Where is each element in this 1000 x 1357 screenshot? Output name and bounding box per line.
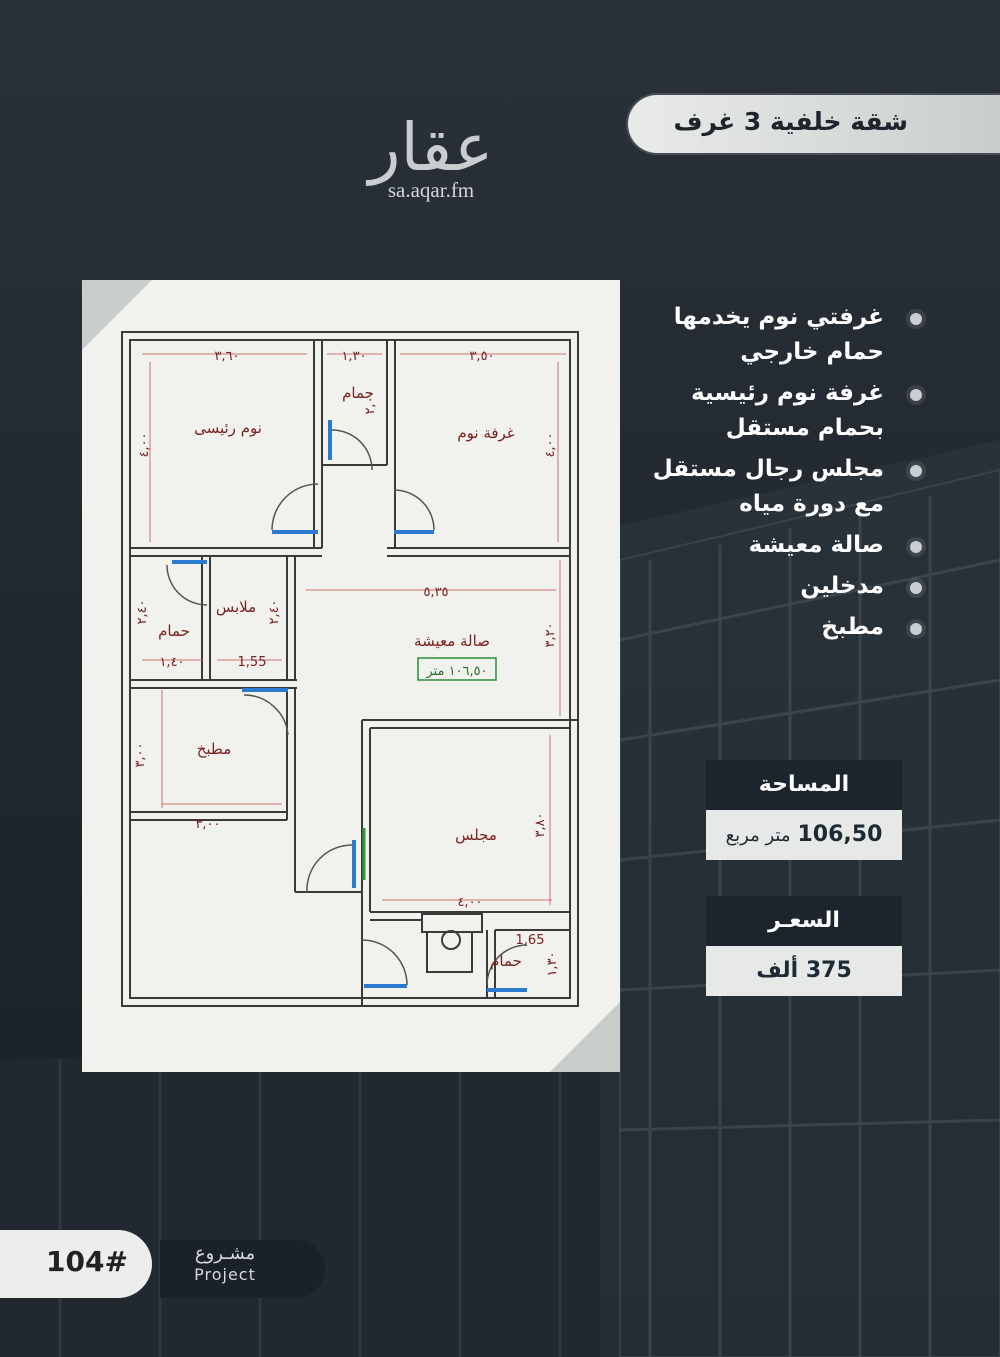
price-label: السعـر: [706, 896, 902, 946]
listing-title: شقة خلفية 3 غرف: [673, 107, 908, 136]
dim-label: ٤,٠٠: [137, 432, 152, 457]
dim-label: ٣,٠٠: [133, 742, 148, 767]
room-master-bath: حمام: [342, 384, 374, 402]
dim-label: ٣,٦٠: [214, 349, 239, 364]
feature-item: صالة معيشة: [630, 528, 930, 563]
price-value: 375 ألف: [706, 946, 902, 996]
dim-label: ٣,٨٠: [533, 812, 548, 837]
room-kitchen: مطبخ: [197, 740, 232, 758]
area-value: 106,50: [797, 822, 883, 847]
feature-item: غرفتي نوم يخدمها حمام خارجي: [630, 300, 930, 370]
floor-plan-drawing: نوم رئيسى حمام غرفة نوم ملابس حمام صالة …: [82, 280, 620, 1072]
room-bath-left: حمام: [158, 622, 190, 640]
area-unit: متر مربع: [725, 825, 791, 846]
dim-label: ٢,٠٠: [363, 389, 378, 414]
aqar-domain: sa.aqar.fm: [387, 178, 475, 202]
room-living-area: ١٠٦,٥٠ متر: [425, 664, 487, 679]
room-majlis-bath: حمام: [490, 952, 522, 970]
area-label: المساحة: [706, 760, 902, 810]
dim-label: ٣,٠٠: [195, 817, 220, 832]
project-number: 104#: [46, 1245, 128, 1278]
features-list: غرفتي نوم يخدمها حمام خارجي غرفة نوم رئي…: [630, 300, 930, 651]
dim-label: ١,٣٠: [341, 349, 366, 364]
project-label-ar: مشـروع: [194, 1243, 256, 1264]
dim-label: 1,55: [238, 655, 267, 670]
feature-item: غرفة نوم رئيسية بحمام مستقل: [630, 376, 930, 446]
room-living: صالة معيشة: [414, 632, 490, 650]
aqar-logo: عقار: [368, 109, 494, 186]
feature-item: مجلس رجال مستقل مع دورة مياه: [630, 452, 930, 522]
room-master-bedroom: نوم رئيسى: [194, 419, 262, 437]
bullet-dot-icon: [910, 541, 922, 553]
dim-label: ٣,٢٠: [543, 622, 558, 647]
bullet-dot-icon: [910, 313, 922, 325]
floor-plan-card: نوم رئيسى حمام غرفة نوم ملابس حمام صالة …: [82, 280, 620, 1072]
dim-label: ٥,٣٥: [423, 585, 448, 600]
dim-label: ١,٤٠: [159, 655, 184, 670]
dim-label: ٤,٠٠: [543, 432, 558, 457]
dim-label: ١,٣٠: [545, 951, 560, 976]
project-label-bar: [160, 1240, 325, 1298]
room-bedroom: غرفة نوم: [457, 424, 514, 442]
feature-item: مدخلين: [630, 569, 930, 604]
feature-item: مطبخ: [630, 610, 930, 645]
dim-label: ٣,٥٠: [469, 349, 494, 364]
bullet-dot-icon: [910, 623, 922, 635]
title-banner: شقة خلفية 3 غرف: [628, 95, 1000, 153]
room-closet: ملابس: [216, 598, 256, 616]
dim-label: ٢,٤٠: [267, 599, 282, 624]
dim-label: ٢,٤٠: [135, 599, 150, 624]
bullet-dot-icon: [910, 465, 922, 477]
bullet-dot-icon: [910, 582, 922, 594]
dim-label: 1,65: [516, 933, 545, 948]
area-value-box: 106,50 متر مربع: [706, 810, 902, 860]
bullet-dot-icon: [910, 389, 922, 401]
project-number-tag: 104#: [0, 1230, 152, 1298]
dim-label: ٤,٠٠: [457, 895, 482, 910]
project-label-en: Project: [194, 1265, 256, 1284]
room-majlis: مجلس: [455, 826, 497, 844]
